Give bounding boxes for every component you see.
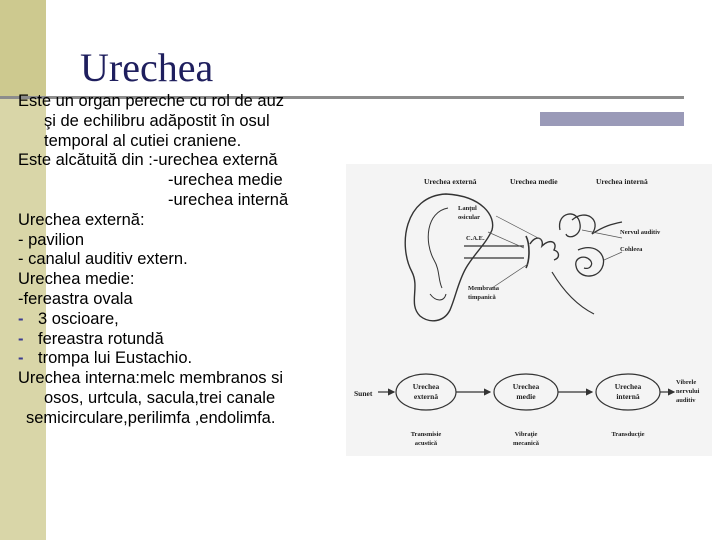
list-dash: - xyxy=(18,309,24,328)
list-item: -3 oscioare, xyxy=(18,310,348,330)
corner-decor-block xyxy=(0,0,46,96)
ear-canal xyxy=(464,245,524,259)
label-membrane-1: Membrana xyxy=(468,285,500,292)
pointer-lines xyxy=(487,215,623,289)
flow-node-inner-line1: Urechea xyxy=(615,382,642,391)
flow-input-label: Sunet xyxy=(354,389,373,398)
label-inner-ear: Urechea internă xyxy=(596,177,648,186)
flow-node-outer-line2: externă xyxy=(414,392,438,401)
text-line: Urechea interna:melc membranos si xyxy=(18,369,284,388)
text-line: -fereastra ovala xyxy=(18,289,133,308)
label-cochlea: Cohleea xyxy=(620,246,643,253)
pinna-outline xyxy=(404,193,494,322)
list-item: -fereastra rotundă xyxy=(18,330,348,350)
cochlea-spiral xyxy=(575,247,605,277)
label-ossicles-2: osicular xyxy=(458,214,480,221)
list-item-text: fereastra rotundă xyxy=(38,329,164,348)
flow-node-middle-line1: Urechea xyxy=(513,382,540,391)
flow-node-outer-line1: Urechea xyxy=(413,382,440,391)
text-line: -urechea medie xyxy=(168,171,283,190)
text-line: semicirculare,perilimfa ,endolimfa. xyxy=(26,408,276,427)
text-line: -urechea internă xyxy=(168,190,289,209)
pinna-lobe-detail xyxy=(429,293,447,301)
text-line: Urechea externă: xyxy=(18,210,145,229)
label-outer-ear: Urechea externă xyxy=(424,177,477,186)
flow-node-inner-line2: internă xyxy=(616,392,640,401)
label-membrane-2: timpanică xyxy=(468,294,497,301)
body-text: Este un organ pereche cu rol de auz şi d… xyxy=(18,92,348,429)
label-auditory-nerve: Nervul auditiv xyxy=(620,229,661,236)
text-line: şi de echilibru adăpostit în osul xyxy=(44,111,270,130)
label-middle-ear: Urechea medie xyxy=(510,177,558,186)
text-line: - canalul auditiv extern. xyxy=(18,250,188,269)
list-dash: - xyxy=(18,349,24,368)
text-line: osos, urtcula, sacula,trei canale xyxy=(44,388,276,407)
text-line: temporal al cutiei craniene. xyxy=(44,131,242,150)
text-line: - pavilion xyxy=(18,230,85,249)
flow-caption-2-line2: mecanică xyxy=(513,440,540,447)
semicircular-canals xyxy=(558,213,596,238)
auditory-nerve xyxy=(591,221,623,235)
flow-caption-2-line1: Vibraţie xyxy=(515,431,538,438)
flow-caption-3-line1: Transducţie xyxy=(611,431,644,438)
flow-output-line3: auditiv xyxy=(676,397,696,404)
list-item-text: 3 oscioare, xyxy=(38,309,119,328)
pinna-inner-fold xyxy=(427,207,449,289)
flow-node-middle-line2: medie xyxy=(516,392,536,401)
eardrum xyxy=(525,235,530,269)
label-cae: C.A.E. xyxy=(466,235,485,242)
flow-output-line2: nervului xyxy=(676,388,700,395)
list-item: -trompa lui Eustachio. xyxy=(18,349,348,369)
ear-diagram: Urechea externă Urechea medie Urechea in… xyxy=(354,177,700,447)
list-dash: - xyxy=(18,329,24,348)
list-item-text: trompa lui Eustachio. xyxy=(38,349,193,368)
slide-title: Urechea xyxy=(80,45,214,90)
text-line: Este un organ pereche cu rol de auz xyxy=(18,92,285,110)
ossicles xyxy=(529,237,560,261)
flow-caption-1-line1: Transmisie xyxy=(411,431,442,438)
flow-output-line1: Vibrele xyxy=(676,379,696,386)
title-underline-rule xyxy=(0,96,684,99)
eustachian-tube xyxy=(551,271,595,315)
text-line: Urechea medie: xyxy=(18,270,135,289)
accent-strip xyxy=(540,112,684,126)
label-ossicles-1: Lanţul xyxy=(458,205,477,212)
flow-caption-1-line2: acustică xyxy=(415,440,438,447)
ear-figure: Urechea externă Urechea medie Urechea in… xyxy=(346,164,712,456)
text-line: Este alcătuită din :-urechea externă xyxy=(18,151,278,170)
